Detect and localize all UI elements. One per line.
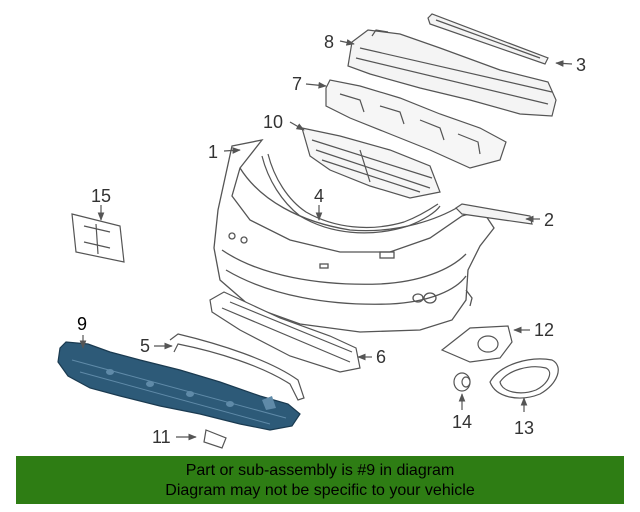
callout-1: 1	[208, 142, 218, 162]
part-5-strip[interactable]	[169, 333, 305, 401]
part-3-bracket[interactable]	[427, 13, 549, 65]
callout-13: 13	[514, 418, 534, 438]
callout-4: 4	[314, 186, 324, 206]
callout-14: 14	[452, 412, 472, 432]
info-banner: Part or sub-assembly is #9 in diagram Di…	[16, 456, 624, 504]
part-4-molding[interactable]	[261, 153, 441, 234]
callout-6: 6	[376, 347, 386, 367]
callout-9: 9	[77, 314, 87, 334]
parts-diagram: 8 3 7 10 1 4 2 15 9 5 6 12 14 13 11	[57, 13, 586, 449]
banner-line-2: Diagram may not be specific to your vehi…	[165, 482, 475, 499]
part-10-grille[interactable]	[301, 127, 441, 199]
callout-15: 15	[91, 186, 111, 206]
part-14-fog-lamp[interactable]	[453, 372, 471, 392]
callouts: 8 3 7 10 1 4 2 15 9 5 6 12 14 13 11	[77, 32, 586, 447]
part-12-fog-bezel[interactable]	[440, 325, 513, 363]
part-13-trim-ring[interactable]	[489, 358, 559, 399]
part-7-absorber[interactable]	[325, 79, 507, 169]
callout-5: 5	[140, 336, 150, 356]
part-11-clip[interactable]	[203, 429, 227, 449]
leader-lines	[79, 39, 573, 441]
banner-line-1: Part or sub-assembly is #9 in diagram	[185, 462, 455, 479]
callout-12: 12	[534, 320, 554, 340]
part-6-lower-grille[interactable]	[209, 291, 361, 373]
callout-11: 11	[152, 427, 171, 447]
callout-7: 7	[292, 74, 302, 94]
part-15-plate-bracket[interactable]	[71, 213, 125, 263]
callout-3: 3	[576, 55, 586, 75]
part-8-impact-bar[interactable]	[347, 29, 557, 117]
callout-2: 2	[544, 210, 554, 230]
callout-8: 8	[324, 32, 334, 52]
part-9-splash-shield[interactable]	[57, 341, 301, 431]
callout-10: 10	[263, 112, 283, 132]
